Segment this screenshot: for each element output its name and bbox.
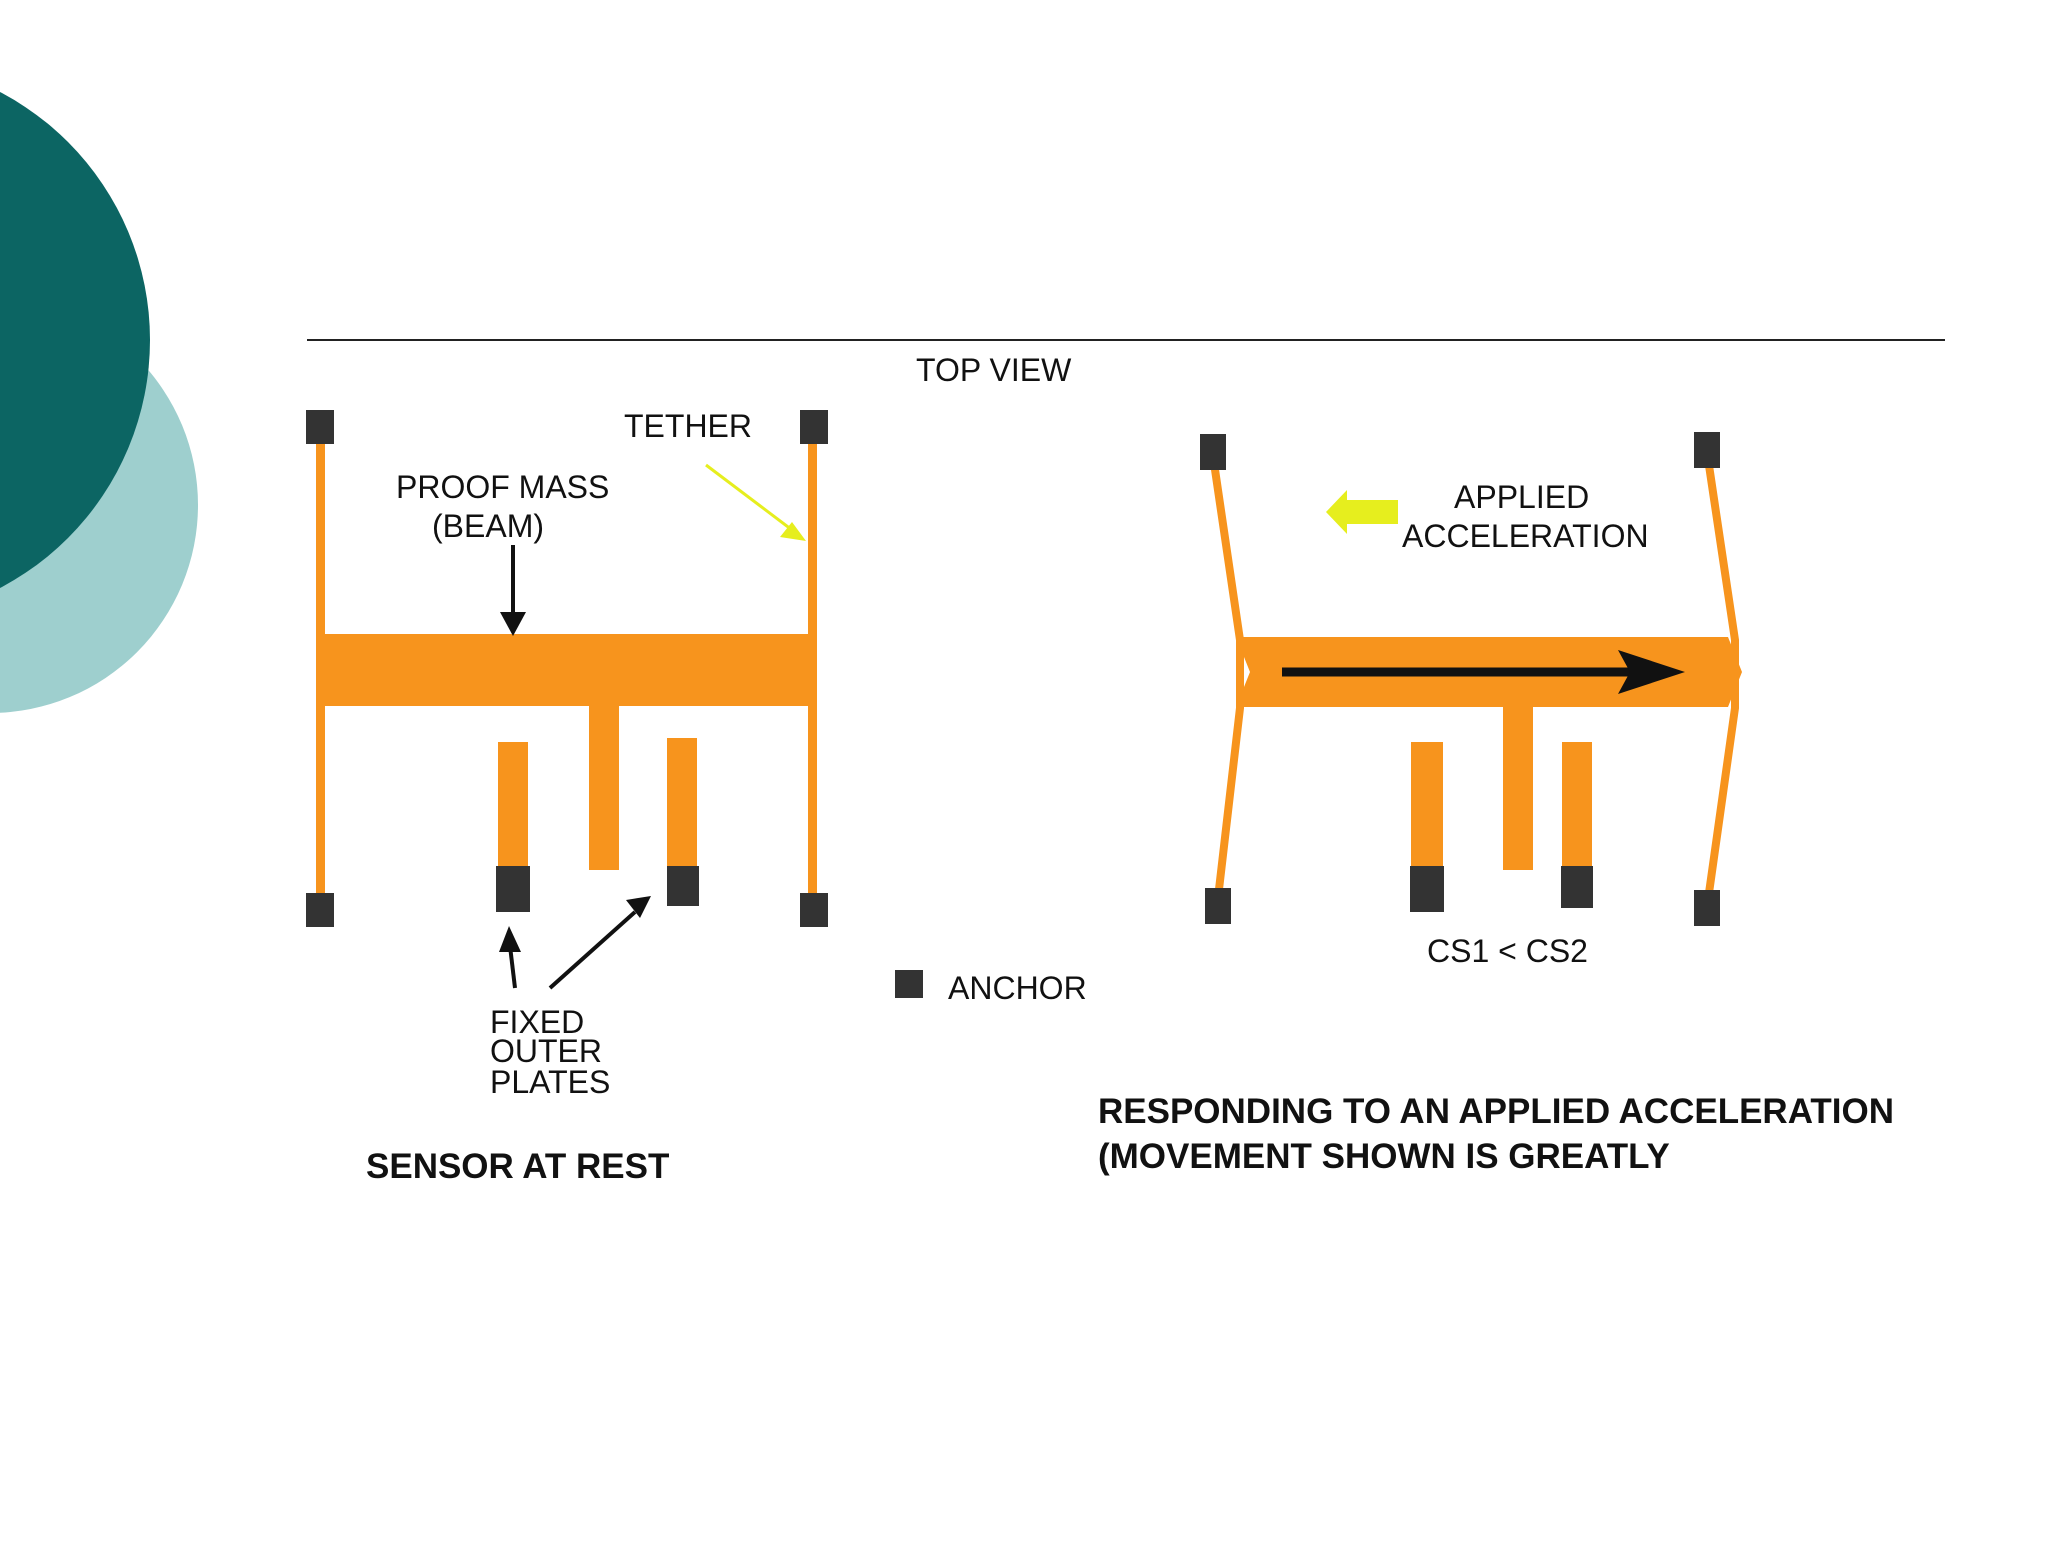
movement-arrow-head xyxy=(1618,650,1685,694)
anchor-plate-right xyxy=(667,866,699,906)
applied-label-line1: APPLIED xyxy=(1454,479,1589,515)
anchor-plate-left xyxy=(496,866,530,912)
dark-teal-circle xyxy=(0,92,150,588)
fixed-plates-label-line3: PLATES xyxy=(490,1064,610,1100)
anchor-legend: ANCHOR xyxy=(895,970,1087,1006)
tether-pointer xyxy=(705,463,801,538)
fixed-plates-label-line2: OUTER xyxy=(490,1033,602,1069)
anchor-bottom-left xyxy=(306,893,334,927)
anchor-top-right xyxy=(800,410,828,444)
top-view-label: TOP VIEW xyxy=(916,352,1072,388)
right-anchor-plate-left xyxy=(1410,866,1444,912)
sensor-accelerated: APPLIED ACCELERATION CS1 < CS2 RESPONDIN… xyxy=(1098,432,1894,1176)
applied-acceleration-arrow xyxy=(1326,490,1398,534)
fixed-plate-left xyxy=(498,742,528,872)
right-anchor-bottom-right xyxy=(1694,890,1720,926)
capacitance-label: CS1 < CS2 xyxy=(1427,933,1588,969)
fixed-plates-pointer-right xyxy=(548,910,637,990)
anchor-legend-swatch xyxy=(895,970,923,998)
responding-caption-line2: (MOVEMENT SHOWN IS GREATLY xyxy=(1098,1137,1670,1176)
bent-tether-left xyxy=(1209,455,1244,899)
tether-pointer-head xyxy=(780,522,806,541)
anchor-bottom-right xyxy=(800,893,828,927)
proof-mass-label: PROOF MASS xyxy=(396,469,609,505)
decorative-circles xyxy=(0,92,198,713)
anchor-top-left xyxy=(306,410,334,444)
center-finger xyxy=(589,700,619,870)
proof-mass-sublabel: (BEAM) xyxy=(432,508,544,544)
right-anchor-top-right xyxy=(1694,432,1720,468)
proof-mass-pointer-head xyxy=(500,612,526,636)
responding-caption-line1: RESPONDING TO AN APPLIED ACCELERATION xyxy=(1098,1092,1894,1131)
fixed-plates-pointer-left xyxy=(508,945,517,989)
right-anchor-bottom-left xyxy=(1205,888,1231,924)
proof-mass-beam xyxy=(318,634,814,706)
tether-label: TETHER xyxy=(624,408,752,444)
sensor-at-rest-caption: SENSOR AT REST xyxy=(366,1147,669,1186)
fixed-plates-pointer-left-head xyxy=(499,926,521,952)
fixed-plates-pointer-right-head xyxy=(626,896,651,918)
fixed-plates-label-line1: FIXED xyxy=(490,1004,584,1040)
right-anchor-top-left xyxy=(1200,434,1226,470)
right-anchor-plate-right xyxy=(1561,866,1593,908)
anchor-legend-label: ANCHOR xyxy=(948,970,1087,1006)
right-fixed-plate-right xyxy=(1562,742,1592,872)
displaced-center-finger xyxy=(1503,700,1533,870)
fixed-plate-right xyxy=(667,738,697,868)
right-fixed-plate-left xyxy=(1411,742,1443,872)
sensor-at-rest: TETHER PROOF MASS (BEAM) FIXED OUTER PLA… xyxy=(306,408,828,1186)
applied-label-line2: ACCELERATION xyxy=(1402,518,1649,554)
